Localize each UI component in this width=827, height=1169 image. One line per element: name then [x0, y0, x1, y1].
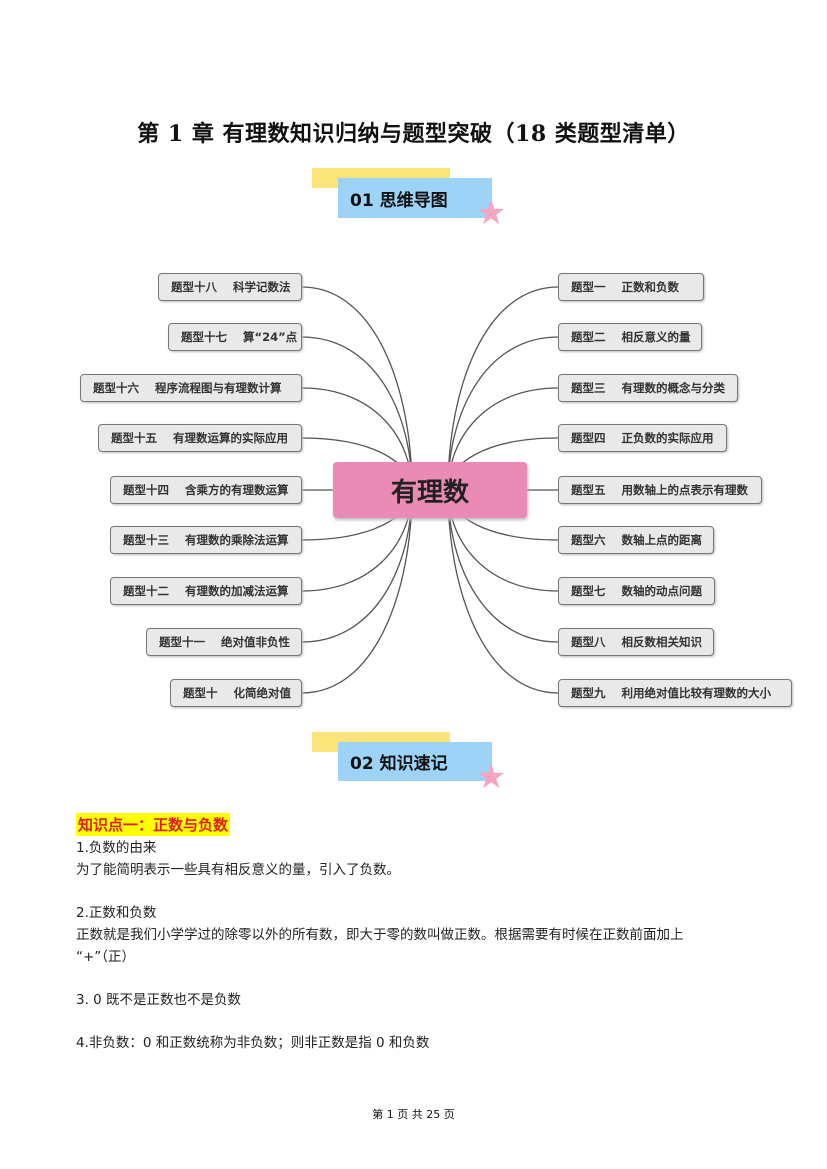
section-header-mindmap: 01 思维导图: [338, 178, 492, 218]
star-icon: ★: [476, 193, 507, 233]
knowledge-line: 4.非负数：0 和正数统称为非负数；则非正数是指 0 和负数: [76, 1035, 430, 1051]
mindmap-node: 题型十五 有理数运算的实际应用: [98, 424, 302, 452]
mindmap-node: 题型九 利用绝对值比较有理数的大小: [558, 679, 792, 707]
mindmap-connector: [301, 336, 413, 491]
mindmap-node: 题型十六 程序流程图与有理数计算: [80, 374, 302, 402]
page-footer: 第 1 页 共 25 页: [372, 1108, 455, 1121]
mindmap-center-node: 有理数: [333, 462, 527, 518]
mindmap-connector: [301, 489, 413, 643]
knowledge-line: 为了能简明表示一些具有相反意义的量，引入了负数。: [76, 862, 400, 878]
mindmap-node: 题型十三 有理数的乘除法运算: [110, 526, 302, 554]
mindmap-node: 题型七 数轴的动点问题: [558, 577, 715, 605]
knowledge-line: 正数就是我们小学学过的除零以外的所有数，即大于零的数叫做正数。根据需要有时候在正…: [76, 927, 684, 943]
star-icon: ★: [476, 757, 507, 797]
mindmap-node: 题型六 数轴上点的距离: [558, 526, 714, 554]
mindmap-node: 题型十七 算“24”点: [168, 323, 302, 351]
mindmap-node: 题型四 正负数的实际应用: [558, 424, 727, 452]
mindmap-node: 题型十一 绝对值非负性: [146, 628, 302, 656]
knowledge-line: 2.正数和负数: [76, 905, 157, 921]
page-title: 第 1 章 有理数知识归纳与题型突破（18 类题型清单）: [137, 121, 690, 147]
mindmap-connector: [447, 286, 559, 491]
mindmap-node: 题型十 化简绝对值: [170, 679, 302, 707]
knowledge-heading: 知识点一：正数与负数: [76, 813, 231, 836]
mindmap-node: 题型八 相反数相关知识: [558, 628, 714, 656]
knowledge-line: 3. 0 既不是正数也不是负数: [76, 992, 242, 1008]
mindmap-connector: [301, 286, 413, 491]
knowledge-line: 1.负数的由来: [76, 840, 157, 856]
mindmap-node: 题型十二 有理数的加减法运算: [110, 577, 302, 605]
mindmap-node: 题型十八 科学记数法: [158, 273, 302, 301]
knowledge-line: “+”（正）: [76, 949, 136, 965]
mindmap-node: 题型一 正数和负数: [558, 273, 704, 301]
mindmap-connector: [447, 489, 559, 643]
section-header-knowledge: 02 知识速记: [338, 742, 492, 781]
mindmap-node: 题型二 相反意义的量: [558, 323, 702, 351]
mindmap-node: 题型三 有理数的概念与分类: [558, 374, 738, 402]
mindmap-node: 题型十四 含乘方的有理数运算: [110, 476, 302, 504]
mindmap-connector: [301, 489, 413, 694]
mindmap-connector: [447, 489, 559, 694]
mindmap-connector: [447, 336, 559, 491]
mindmap-node: 题型五 用数轴上的点表示有理数: [558, 476, 762, 504]
